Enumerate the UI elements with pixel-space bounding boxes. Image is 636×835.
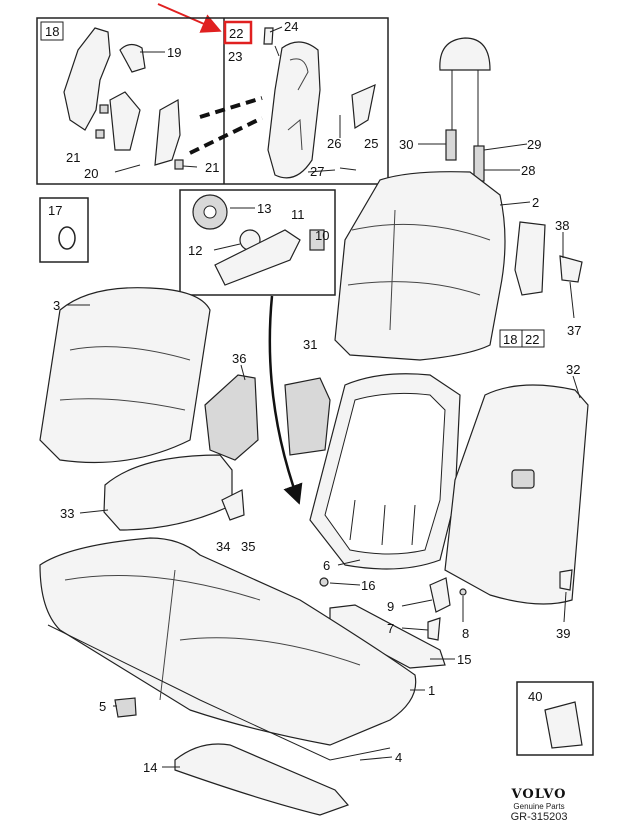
bracket-37 [559,255,583,283]
callout-28: 28 [521,163,535,178]
callout-26: 26 [327,136,341,151]
callout-25: 25 [364,136,378,151]
callout-34: 34 [216,539,230,554]
callout-13: 13 [257,201,271,216]
callout-8: 8 [462,626,469,641]
callout-2: 2 [532,195,539,210]
detail-box-40 [516,681,594,756]
callout-27: 27 [310,164,324,179]
armrest [103,454,233,531]
side-cover-part [514,221,546,296]
callout-32: 32 [566,362,580,377]
callout-20: 20 [84,166,98,181]
callout-14: 14 [143,760,157,775]
callout-37: 37 [567,323,581,338]
hinge-9 [429,577,451,613]
callout-16: 16 [361,578,375,593]
callout-30: 30 [399,137,413,152]
cover-36 [204,374,259,461]
o-ring-part [58,226,76,250]
callout-11: 11 [291,207,305,222]
callout-6: 6 [323,558,330,573]
side-trim-14 [174,743,350,816]
callout-36: 36 [232,351,246,366]
clip-34 [221,489,245,521]
callout-22-ref: 22 [525,332,539,347]
volvo-genuine-parts-logo: VOLVO Genuine Parts GR-315203 [499,787,579,823]
callout-21: 21 [205,160,219,175]
callout-31: 31 [303,337,317,352]
callout-3: 3 [53,298,60,313]
callout-5: 5 [99,699,106,714]
highlight-arrow [157,3,222,33]
callout-4: 4 [395,750,402,765]
brand-logo: VOLVO [511,787,567,802]
diagram-code: GR-315203 [510,811,568,823]
callout-17: 17 [48,203,62,218]
callout-12: 12 [188,243,202,258]
callout-38: 38 [555,218,569,233]
detail-box-17 [39,197,89,263]
callout-24: 24 [284,19,298,34]
callout-21: 21 [66,150,80,165]
clip-39 [559,569,573,591]
leader-lines [67,26,581,768]
callout-10: 10 [315,228,329,243]
seat-cushion [39,537,417,761]
callout-29: 29 [527,137,541,152]
detail-box-recliner [36,17,389,185]
back-panel [444,384,589,605]
callout-23: 23 [228,49,242,64]
callout-9: 9 [387,599,394,614]
callout-19: 19 [167,45,181,60]
callout-1: 1 [428,683,435,698]
callout-18: 18 [45,24,59,39]
clip-40 [544,701,583,749]
callout-7: 7 [387,621,394,636]
callout-22-highlighted: 22 [229,26,243,41]
callout-18-ref: 18 [503,332,517,347]
callout-15: 15 [457,652,471,667]
logo-subtitle: Genuine Parts [513,802,565,811]
rear-backrest [39,287,211,464]
highlight-box-22 [223,20,253,45]
callout-33: 33 [60,506,74,521]
clip-5 [114,697,137,718]
assembly-arrow [268,295,303,505]
part-7 [427,617,441,641]
detail-box-hinge [179,189,336,296]
cover-31 [284,377,331,456]
headrest [439,37,491,182]
callout-39: 39 [556,626,570,641]
callout-35: 35 [241,539,255,554]
callout-40: 40 [528,689,542,704]
backrest-cushion [334,171,506,361]
backrest-frame [309,373,461,570]
